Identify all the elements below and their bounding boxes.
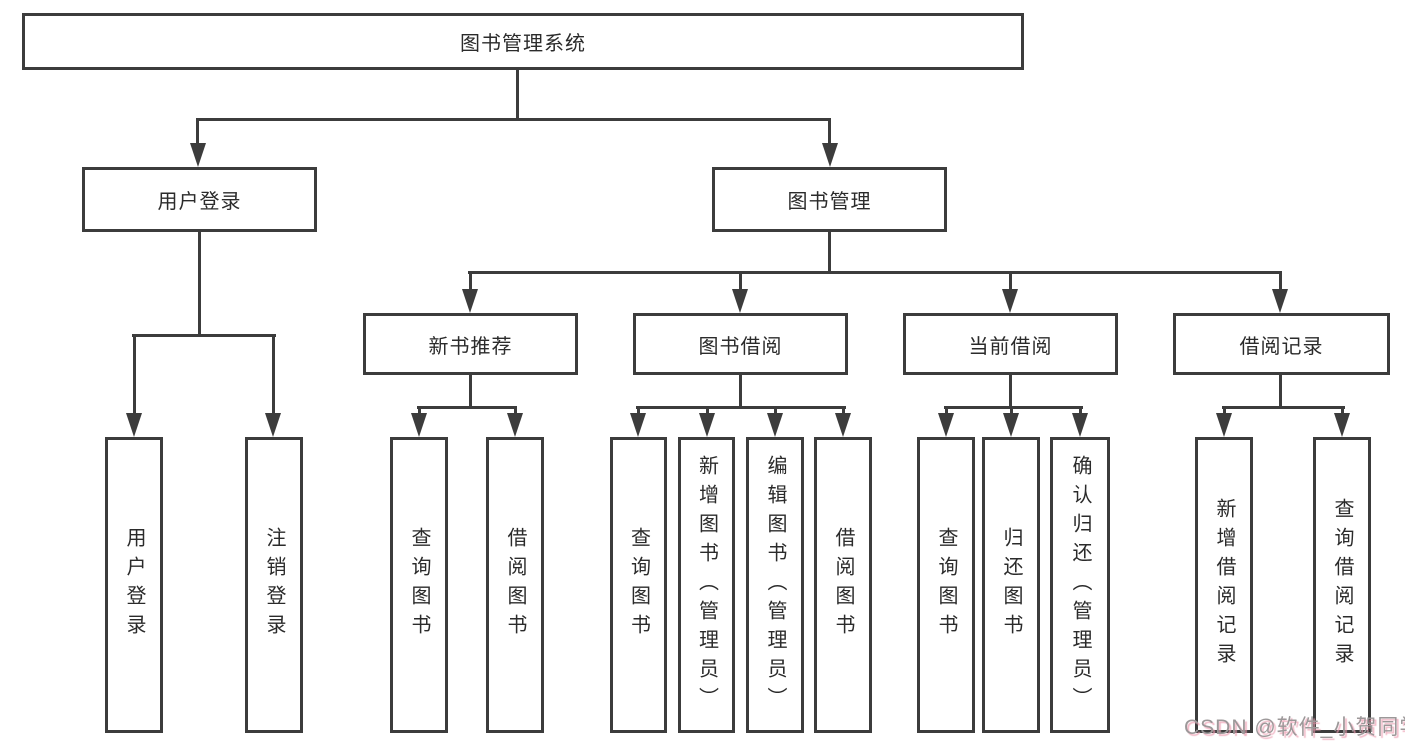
arrow-down-icon (1002, 289, 1018, 313)
connector-line (1279, 271, 1282, 291)
node-book-borrowing: 图书借阅 (633, 313, 848, 375)
leaf-label: 归还图书 (1000, 527, 1022, 643)
connector-line (272, 334, 275, 414)
node-borrow-records: 借阅记录 (1173, 313, 1390, 375)
connector-line (196, 118, 199, 145)
arrow-down-icon (767, 413, 783, 437)
arrow-down-icon (732, 289, 748, 313)
connector-line (196, 118, 831, 121)
connector-line (828, 118, 831, 145)
connector-line (1223, 406, 1226, 416)
node-label: 图书管理 (787, 191, 872, 213)
leaf-user-login: 用户登录 (105, 437, 163, 733)
connector-line (1009, 375, 1012, 409)
connector-line (469, 375, 472, 409)
arrow-down-icon (507, 413, 523, 437)
leaf-label: 查询图书 (935, 527, 957, 643)
leaf-borrow-books-recommend: 借阅图书 (486, 437, 544, 733)
leaf-query-books-borrowing: 查询图书 (610, 437, 667, 733)
arrow-down-icon (190, 143, 206, 167)
arrow-down-icon (1072, 413, 1088, 437)
arrow-down-icon (630, 413, 646, 437)
arrow-down-icon (462, 289, 478, 313)
connector-line (1009, 271, 1012, 291)
connector-line (739, 375, 742, 409)
leaf-label: 用户登录 (123, 527, 145, 643)
arrow-down-icon (699, 413, 715, 437)
connector-line (198, 232, 201, 337)
node-book-management: 图书管理 (712, 167, 947, 232)
leaf-label: 新增借阅记录 (1213, 498, 1235, 672)
leaf-label: 查询借阅记录 (1331, 498, 1353, 672)
connector-line (417, 406, 517, 409)
connector-line (842, 406, 845, 416)
connector-line (1222, 406, 1345, 409)
connector-line (774, 406, 777, 416)
arrow-down-icon (1334, 413, 1350, 437)
arrow-down-icon (126, 413, 142, 437)
node-label: 用户登录 (157, 191, 242, 213)
node-label: 借阅记录 (1239, 335, 1324, 358)
connector-line (945, 406, 948, 416)
connector-line (468, 271, 1282, 274)
arrow-down-icon (1272, 289, 1288, 313)
node-label: 当前借阅 (968, 335, 1053, 358)
connector-line (1279, 375, 1282, 409)
connector-line (1079, 406, 1082, 416)
connector-line (739, 271, 742, 291)
leaf-label: 注销登录 (263, 527, 285, 643)
connector-line (132, 334, 276, 337)
arrow-down-icon (938, 413, 954, 437)
connector-line (706, 406, 709, 416)
node-label: 新书推荐 (428, 335, 513, 358)
node-new-book-recommend: 新书推荐 (363, 313, 578, 375)
connector-line (944, 406, 1083, 409)
leaf-label: 编辑图书（管理员） (764, 454, 786, 716)
leaf-label: 查询图书 (627, 527, 650, 643)
connector-line (637, 406, 640, 416)
leaf-return-books: 归还图书 (982, 437, 1040, 733)
connector-line (514, 406, 517, 416)
leaf-label: 借阅图书 (504, 527, 526, 643)
arrow-down-icon (1003, 413, 1019, 437)
connector-line (828, 232, 831, 274)
connector-line (1010, 406, 1013, 416)
leaf-query-borrow-record: 查询借阅记录 (1313, 437, 1371, 733)
arrow-down-icon (1216, 413, 1232, 437)
arrow-down-icon (265, 413, 281, 437)
leaf-query-books-current: 查询图书 (917, 437, 975, 733)
arrow-down-icon (411, 413, 427, 437)
node-label: 图书借阅 (698, 335, 783, 358)
leaf-label: 确认归还（管理员） (1069, 454, 1091, 716)
leaf-borrow-books: 借阅图书 (814, 437, 872, 733)
leaf-confirm-return-admin: 确认归还（管理员） (1050, 437, 1110, 733)
arrow-down-icon (835, 413, 851, 437)
connector-line (133, 334, 136, 414)
node-current-borrowing: 当前借阅 (903, 313, 1118, 375)
csdn-watermark: CSDN @软件_小贺同学 (1184, 716, 1405, 739)
leaf-query-books-recommend: 查询图书 (390, 437, 448, 733)
leaf-add-borrow-record: 新增借阅记录 (1195, 437, 1253, 733)
connector-line (469, 271, 472, 291)
leaf-label: 新增图书（管理员） (695, 454, 718, 716)
connector-line (418, 406, 421, 416)
node-user-login: 用户登录 (82, 167, 317, 232)
connector-line (1341, 406, 1344, 416)
leaf-label: 借阅图书 (832, 527, 854, 643)
node-label: 图书管理系统 (460, 33, 586, 55)
leaf-label: 查询图书 (408, 527, 430, 643)
connector-line (516, 70, 519, 121)
node-library-management-system: 图书管理系统 (22, 13, 1024, 70)
leaf-add-books-admin: 新增图书（管理员） (678, 437, 735, 733)
leaf-logout: 注销登录 (245, 437, 303, 733)
connector-line (636, 406, 846, 409)
arrow-down-icon (822, 143, 838, 167)
leaf-edit-books-admin: 编辑图书（管理员） (746, 437, 804, 733)
